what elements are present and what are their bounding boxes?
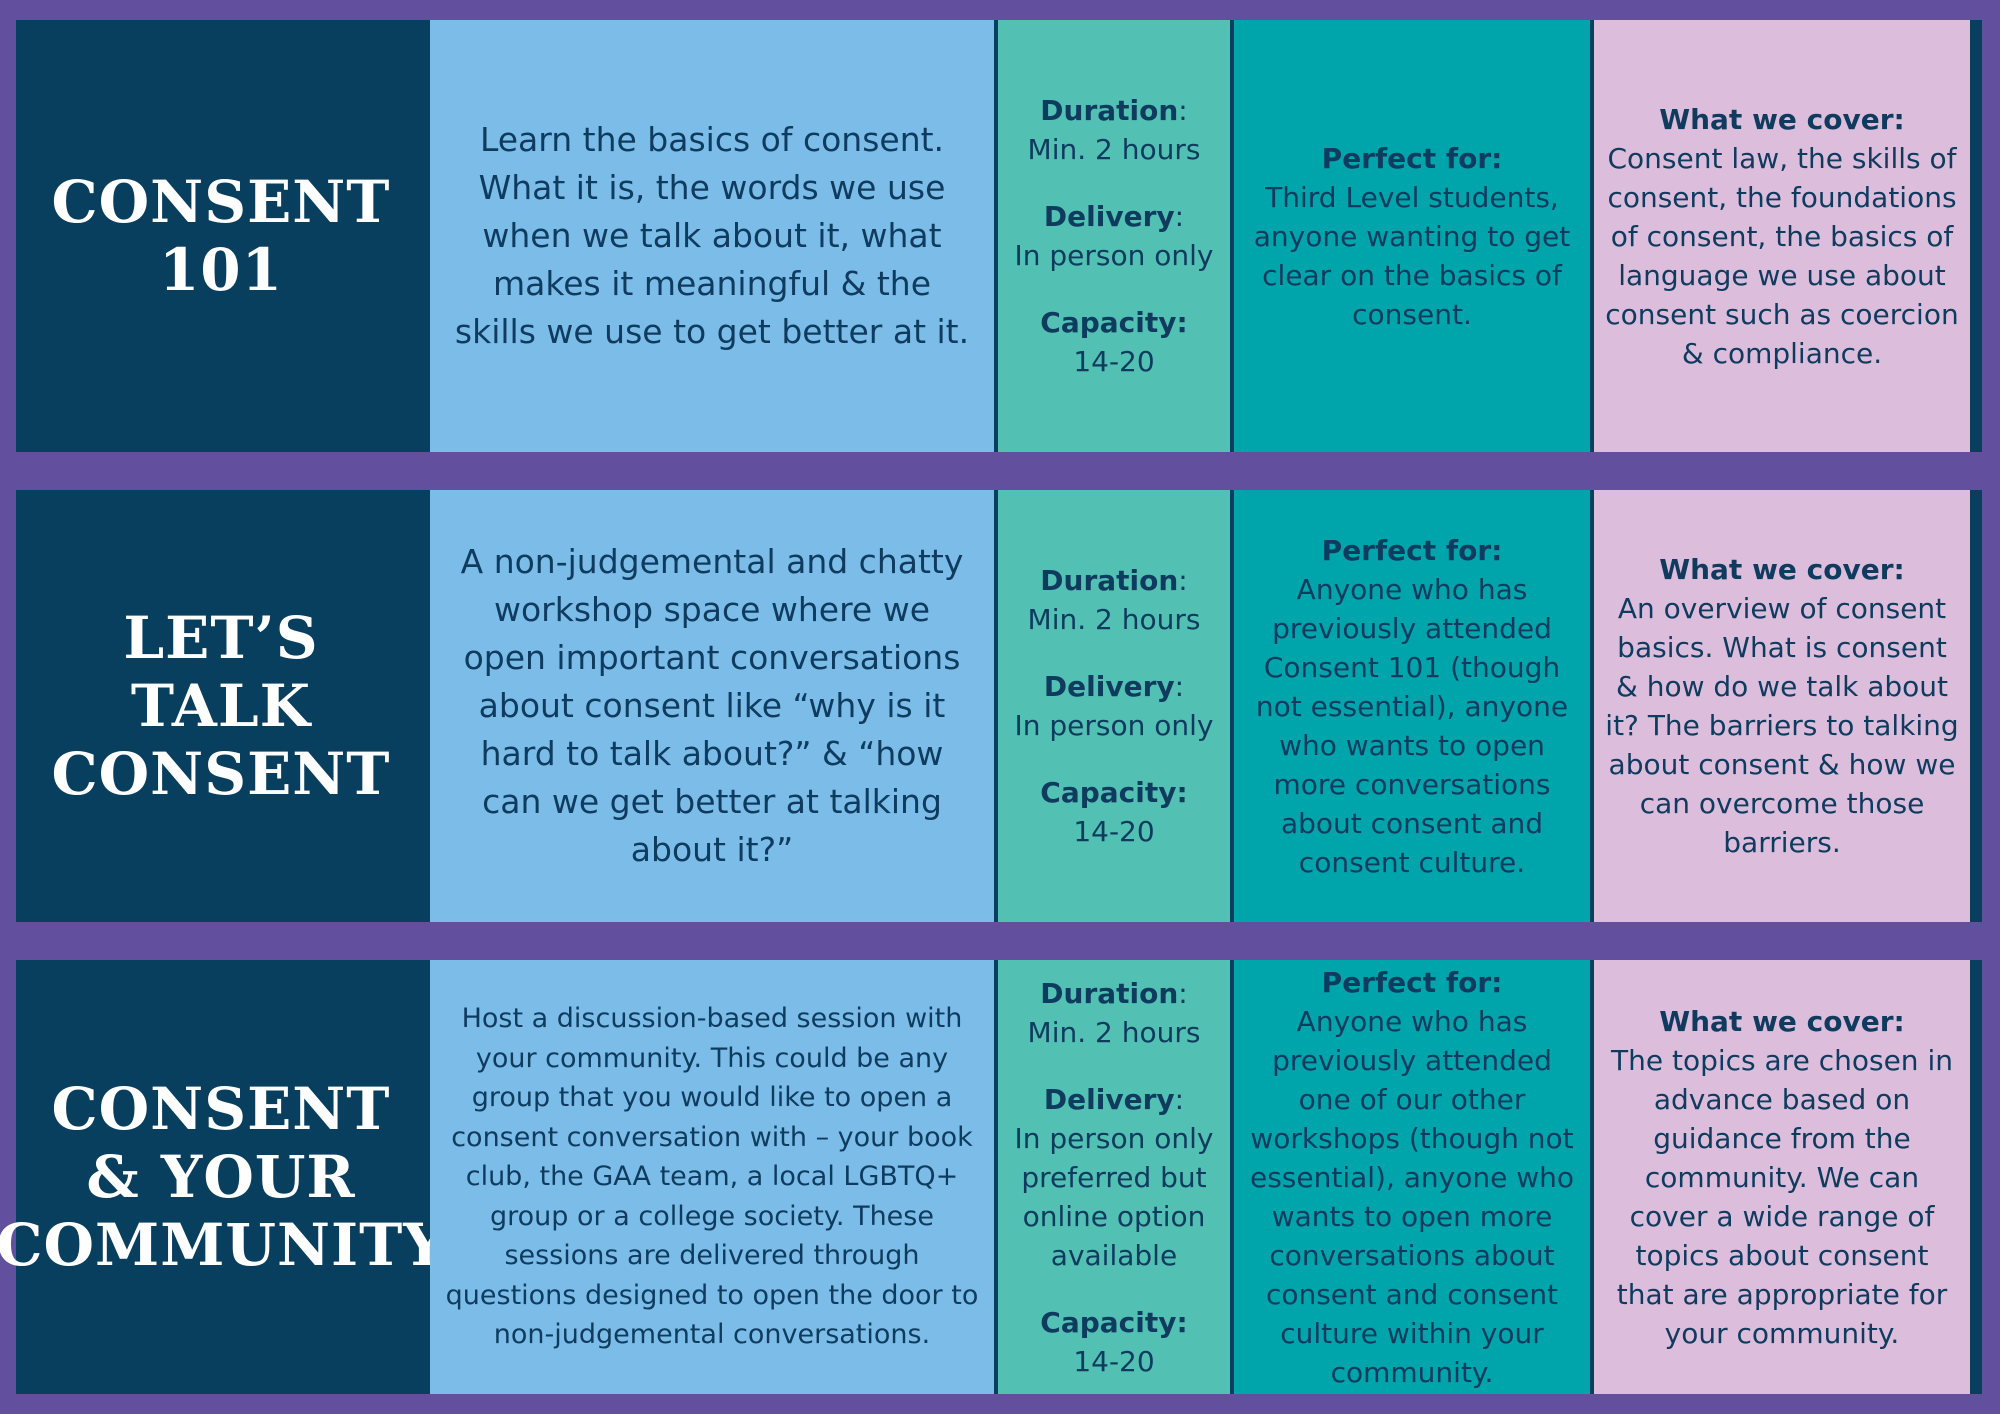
workshop-title: LET’S TALK CONSENT: [16, 490, 426, 922]
workshop-description: Host a discussion-based session with you…: [430, 960, 994, 1394]
title-line: CONSENT: [51, 1075, 391, 1143]
what-we-cover-label: What we cover:: [1659, 553, 1905, 586]
capacity-value: 14-20: [1073, 1344, 1155, 1378]
title-line: CONSENT: [51, 740, 391, 808]
what-we-cover-text: The topics are chosen in advance based o…: [1611, 1043, 1953, 1350]
title-line: CONSENT: [51, 168, 391, 236]
title-line: & YOUR: [86, 1143, 356, 1211]
perfect-for-text: Anyone who has previously attended Conse…: [1255, 572, 1569, 879]
description-text: Learn the basics of consent. What it is,…: [454, 120, 970, 351]
duration-label: Duration: [1040, 564, 1179, 597]
duration-value: Min. 2 hours: [1027, 1015, 1201, 1049]
capacity-label: Capacity:: [1040, 306, 1188, 339]
workshop-audience: Perfect for: Anyone who has previously a…: [1234, 960, 1590, 1394]
what-we-cover-label: What we cover:: [1659, 102, 1905, 136]
delivery-value: In person only preferred but online opti…: [1014, 1121, 1214, 1272]
workshop-row-consent-and-your-community: CONSENT & YOUR COMMUNITY Host a discussi…: [0, 960, 1982, 1394]
title-line: LET’S TALK: [123, 604, 319, 740]
workshop-description: A non-judgemental and chatty workshop sp…: [430, 490, 994, 922]
workshop-audience: Perfect for: Anyone who has previously a…: [1234, 490, 1590, 922]
workshop-logistics: Duration: Min. 2 hours Delivery: In pers…: [998, 960, 1230, 1394]
workshop-title: CONSENT 101: [16, 20, 426, 452]
workshop-logistics: Duration: Min. 2 hours Delivery: In pers…: [998, 490, 1230, 922]
workshop-topics: What we cover: Consent law, the skills o…: [1594, 20, 1970, 452]
delivery-label: Delivery: [1043, 670, 1175, 703]
delivery-colon: :: [1174, 670, 1185, 703]
delivery-value: In person only: [1014, 239, 1214, 272]
workshop-row-consent-101: CONSENT 101 Learn the basics of consent.…: [16, 20, 1982, 452]
duration-colon: :: [1178, 94, 1188, 127]
workshop-topics: What we cover: The topics are chosen in …: [1594, 960, 1970, 1394]
delivery-colon: :: [1174, 200, 1185, 233]
capacity-label: Capacity:: [1040, 1305, 1188, 1339]
workshop-topics: What we cover: An overview of consent ba…: [1594, 490, 1970, 922]
what-we-cover-text: An overview of consent basics. What is c…: [1605, 592, 1959, 859]
title-line: 101: [158, 236, 284, 304]
what-we-cover-text: Consent law, the skills of consent, the …: [1605, 141, 1959, 370]
description-text: A non-judgemental and chatty workshop sp…: [460, 542, 964, 869]
delivery-colon: :: [1174, 1082, 1185, 1116]
capacity-value: 14-20: [1073, 345, 1155, 378]
capacity-label: Capacity:: [1040, 776, 1188, 809]
title-line: COMMUNITY: [0, 1211, 446, 1279]
capacity-value: 14-20: [1073, 815, 1155, 848]
delivery-label: Delivery: [1043, 1082, 1175, 1116]
perfect-for-label: Perfect for:: [1321, 965, 1503, 999]
delivery-value: In person only: [1014, 709, 1214, 742]
duration-colon: :: [1178, 564, 1188, 597]
duration-label: Duration: [1040, 976, 1179, 1010]
workshop-row-lets-talk-consent: LET’S TALK CONSENT A non-judgemental and…: [16, 490, 1982, 922]
duration-value: Min. 2 hours: [1027, 133, 1201, 166]
what-we-cover-label: What we cover:: [1659, 1004, 1905, 1038]
delivery-label: Delivery: [1043, 200, 1175, 233]
workshop-audience: Perfect for: Third Level students, anyon…: [1234, 20, 1590, 452]
perfect-for-text: Third Level students, anyone wanting to …: [1253, 180, 1571, 331]
perfect-for-text: Anyone who has previously attended one o…: [1249, 1004, 1575, 1389]
duration-label: Duration: [1040, 94, 1179, 127]
perfect-for-label: Perfect for:: [1321, 141, 1503, 175]
workshop-description: Learn the basics of consent. What it is,…: [430, 20, 994, 452]
duration-colon: :: [1178, 976, 1188, 1010]
workshop-title: CONSENT & YOUR COMMUNITY: [0, 960, 445, 1394]
perfect-for-label: Perfect for:: [1321, 533, 1503, 567]
description-text: Host a discussion-based session with you…: [445, 1003, 979, 1351]
duration-value: Min. 2 hours: [1027, 603, 1201, 636]
workshop-logistics: Duration: Min. 2 hours Delivery: In pers…: [998, 20, 1230, 452]
